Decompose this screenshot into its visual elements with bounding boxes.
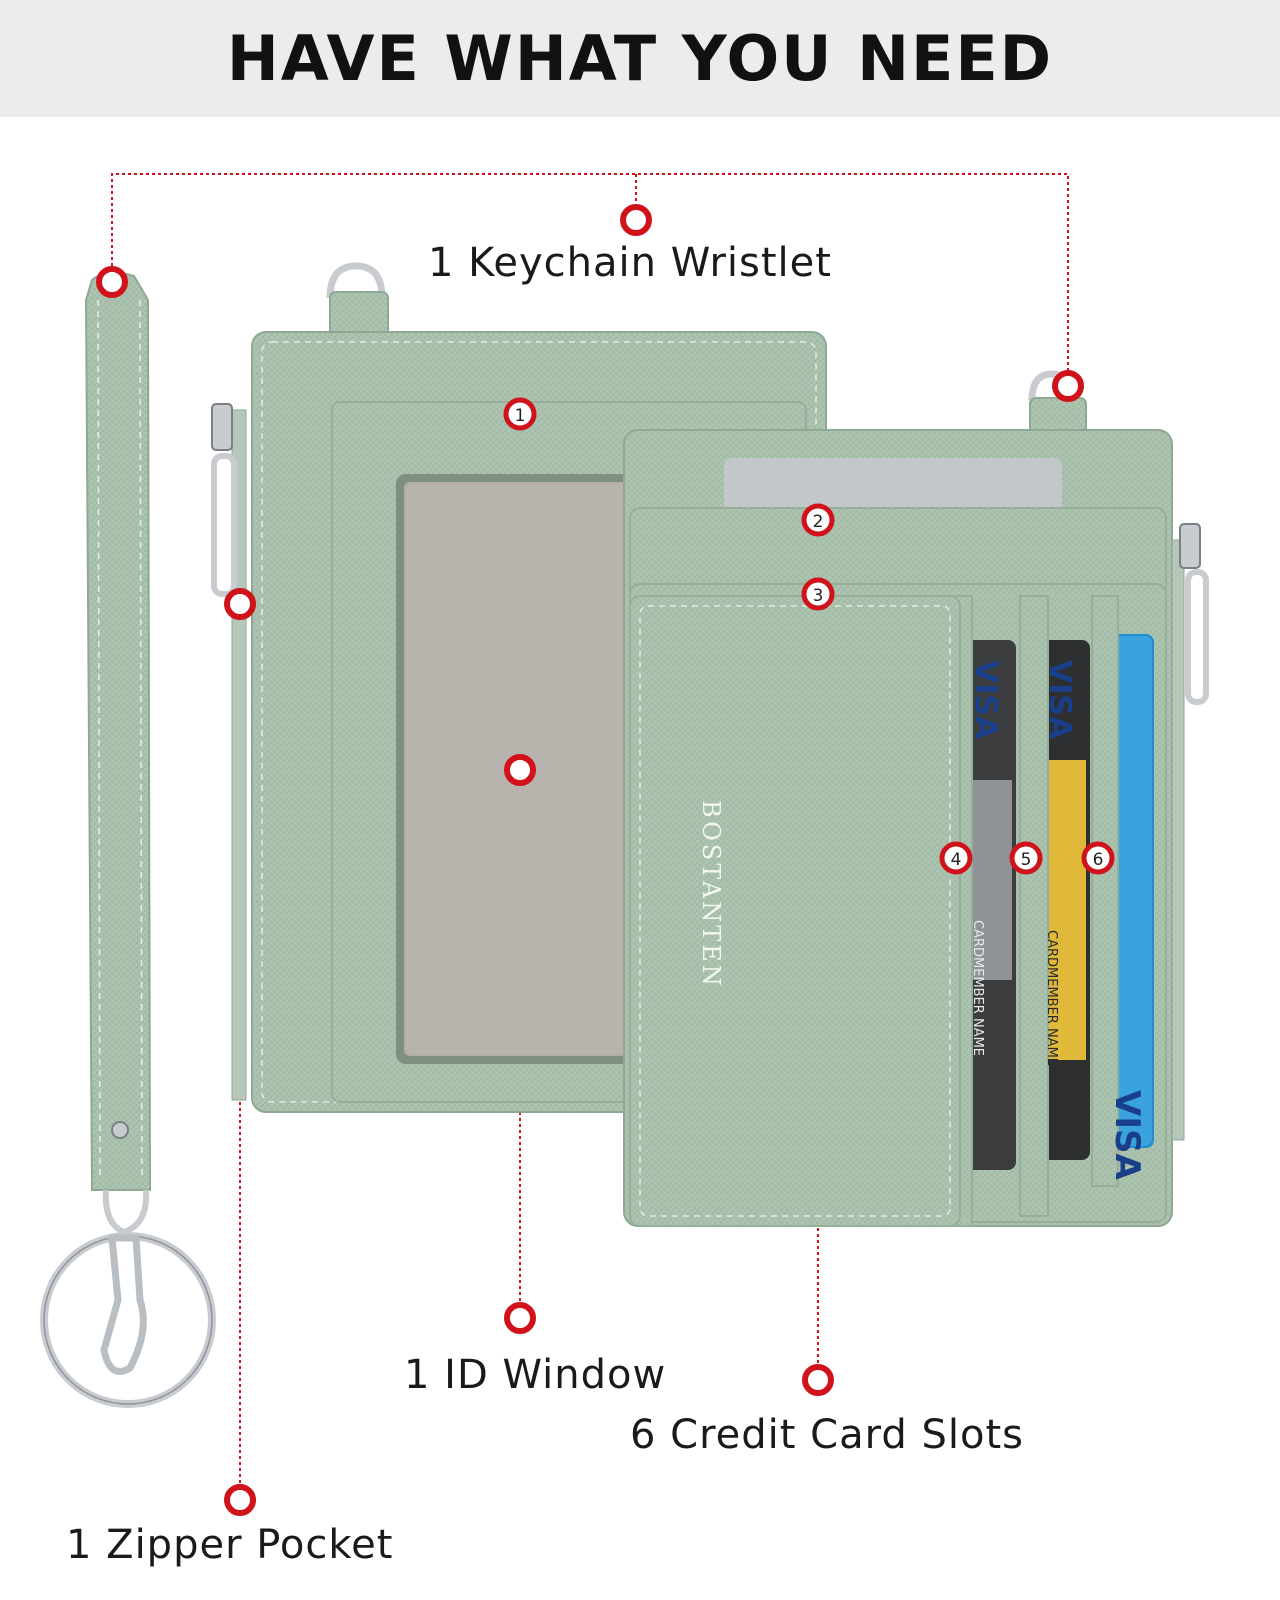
front-wallet [623, 370, 1209, 1227]
zipper-marker [224, 588, 256, 620]
slot-marker-4: 4 [951, 850, 962, 870]
wristlet-strap [40, 271, 216, 1408]
credit-card-slots-label: 6 Credit Card Slots [630, 1412, 1024, 1458]
visa-logo-blue-card: VISA [1107, 1090, 1147, 1180]
slot-marker-6: 6 [1093, 850, 1104, 870]
keychain-marker [620, 204, 652, 236]
zipper-end-marker [224, 1484, 256, 1516]
strap-marker [96, 266, 128, 298]
id-window-label: 1 ID Window [404, 1352, 667, 1398]
zipper-pocket-label: 1 Zipper Pocket [66, 1522, 394, 1568]
slot-marker-3: 3 [813, 586, 824, 606]
brand-wordmark: BOSTANTEN [697, 800, 725, 989]
keychain-wristlet-label: 1 Keychain Wristlet [428, 240, 832, 286]
card-slots-end-marker [802, 1364, 834, 1396]
visa-logo-dark-card: VISA [968, 660, 1003, 740]
cardmember-dark-card: CARDMEMBER NAME [970, 920, 985, 1056]
card-text: VISA VISA VISA CARDMEMBER NAME CARDMEMBE… [968, 660, 1147, 1180]
feature-markers [96, 204, 1084, 1516]
page-title: HAVE WHAT YOU NEED [226, 22, 1054, 95]
slot-marker-2: 2 [813, 512, 824, 532]
id-window-end-marker [504, 1302, 536, 1334]
slot-marker-1: 1 [515, 406, 526, 426]
slot-marker-5: 5 [1021, 850, 1032, 870]
id-window-marker [504, 754, 536, 786]
visa-logo-gold-card: VISA [1042, 660, 1077, 740]
ring-marker [1052, 370, 1084, 402]
cardmember-gold-card: CARDMEMBER NAME [1044, 930, 1059, 1066]
slot-number-markers: 1 2 3 4 5 6 [503, 397, 1115, 875]
title-banner: HAVE WHAT YOU NEED [0, 0, 1280, 117]
